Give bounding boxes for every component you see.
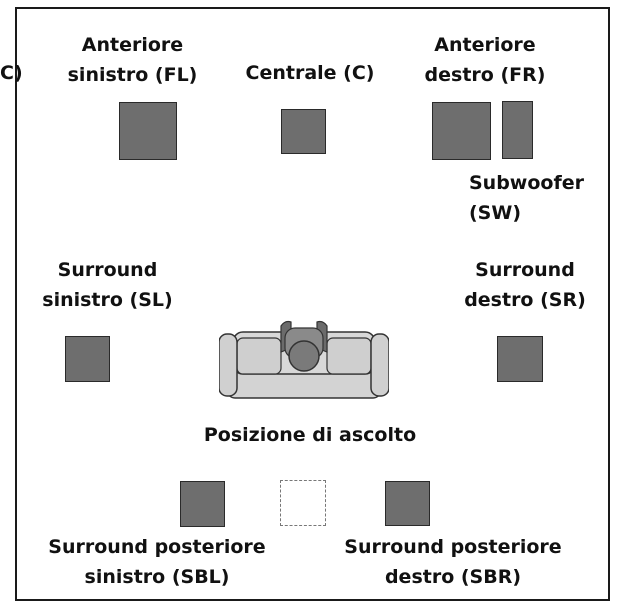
label-surround-left-line1: Surround [57,259,158,281]
label-surround-left-line2: sinistro (SL) [42,289,173,311]
label-surround-back-right-line1: Surround posteriore [344,536,562,558]
label-surround-back-right-line2: destro (SBR) [384,566,522,588]
sofa-cushion-right [326,337,372,375]
label-surround-right-line2: destro (SR) [464,289,586,311]
speaker-front-left [119,102,177,160]
speaker-subwoofer [502,101,533,159]
speaker-surround-back-left [180,481,225,527]
label-surround-right-line1: Surround [475,259,575,281]
label-surround-back-left: Surround posteriore sinistro (SBL) [22,532,292,592]
label-listening-position-line1: Posizione di ascolto [203,424,417,446]
label-surround-back-left-line1: Surround posteriore [48,536,266,558]
label-subwoofer-line2: (SW) [469,202,522,224]
label-front-left: Anteriore sinistro (FL) [50,30,215,90]
speaker-front-right [432,102,491,160]
sofa-icon [219,320,389,399]
label-subwoofer: Subwoofer (SW) [469,168,609,228]
label-surround-right: Surround destro (SR) [440,255,610,315]
sofa-cushion-left [236,337,282,375]
label-center: Centrale (C) [225,58,395,88]
speaker-optional-placeholder [280,480,326,526]
label-surround-back-right: Surround posteriore destro (SBR) [318,532,588,592]
speaker-surround-left [65,336,110,382]
speaker-surround-back-right [385,481,430,526]
label-front-right-line2: destro (FR) [424,64,546,86]
label-front-right: Anteriore destro (FR) [405,30,565,90]
sofa-arm-left [219,333,238,397]
label-surround-left: Surround sinistro (SL) [25,255,190,315]
edge-label-fragment: C) [0,62,23,84]
label-front-left-line1: Anteriore [81,34,184,56]
listener-head [288,340,320,372]
label-listening-position: Posizione di ascolto [160,420,460,450]
label-subwoofer-line1: Subwoofer [469,172,584,194]
label-surround-back-left-line2: sinistro (SBL) [84,566,230,588]
sofa-arm-right [370,333,389,397]
speaker-center [281,109,326,154]
label-front-right-line1: Anteriore [434,34,536,56]
label-center-line1: Centrale (C) [245,62,375,84]
speaker-surround-right [497,336,543,382]
label-front-left-line2: sinistro (FL) [67,64,198,86]
